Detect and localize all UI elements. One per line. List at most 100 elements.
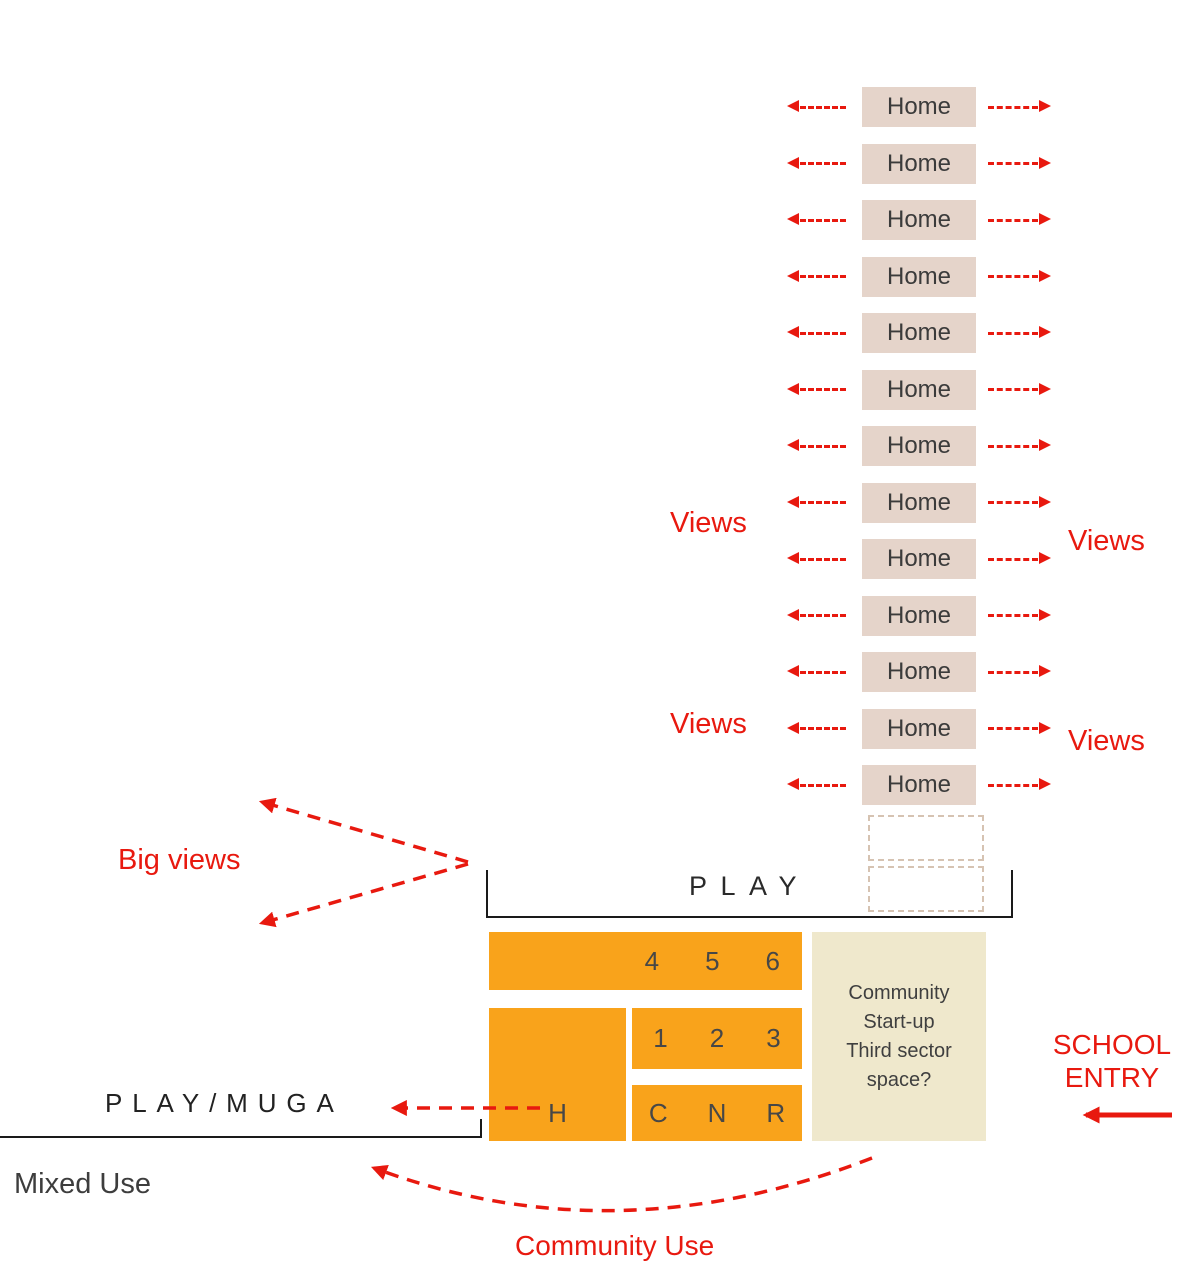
view-arrow-right-icon: [988, 213, 1051, 226]
school-entry-label: SCHOOL ENTRY: [1046, 1028, 1178, 1094]
view-arrow-right-icon: [988, 269, 1051, 282]
community-line: Start-up: [863, 1010, 935, 1033]
home-row: Home: [787, 595, 1051, 636]
home-block: Home: [862, 765, 976, 805]
views-label-left-upper: Views: [670, 507, 747, 539]
play-label: PLAY: [688, 871, 811, 901]
classrooms-bar-456: 4 5 6: [489, 932, 802, 990]
home-row: Home: [787, 200, 1051, 240]
view-arrow-left-icon: [787, 665, 846, 678]
view-arrow-right-icon: [988, 382, 1051, 395]
homes-stack: Home Home Home Home Home Home: [787, 87, 1051, 805]
home-block: Home: [862, 143, 976, 184]
mixed-use-label: Mixed Use: [14, 1168, 151, 1200]
room-letter: N: [707, 1097, 727, 1128]
home-label: Home: [886, 262, 952, 290]
home-row: Home: [787, 256, 1051, 297]
view-arrow-right-icon: [988, 156, 1051, 169]
view-arrow-left-icon: [787, 495, 846, 508]
school-entry-line2: ENTRY: [1064, 1062, 1160, 1094]
view-arrow-right-icon: [988, 326, 1051, 339]
home-label: Home: [886, 149, 952, 177]
home-label: Home: [886, 771, 952, 798]
home-block: Home: [862, 256, 976, 297]
room-number: 4: [644, 945, 660, 976]
view-arrow-left-icon: [787, 721, 846, 734]
home-label: Home: [886, 488, 952, 516]
room-number: 6: [765, 945, 780, 976]
big-views-arrow-upper: [258, 797, 469, 864]
big-views-arrow-lower: [258, 862, 469, 928]
home-row: Home: [787, 482, 1051, 523]
room-number: 3: [766, 1023, 781, 1053]
home-block: Home: [862, 200, 976, 240]
play-muga-label: PLAY/MUGA: [105, 1088, 344, 1118]
home-label: Home: [886, 375, 952, 403]
view-arrow-right-icon: [988, 665, 1051, 678]
placeholder-box: [868, 815, 984, 861]
home-block: Home: [862, 595, 976, 636]
home-block: Home: [862, 426, 976, 466]
home-row: Home: [787, 426, 1051, 466]
home-label: Home: [886, 319, 952, 346]
view-arrow-left-icon: [787, 326, 846, 339]
cnr-bar: C N R: [632, 1085, 802, 1141]
home-block: Home: [862, 87, 976, 127]
home-label: Home: [886, 545, 952, 572]
room-number: 2: [709, 1023, 725, 1053]
home-label: Home: [886, 658, 952, 685]
home-block: Home: [862, 313, 976, 353]
view-arrow-right-icon: [988, 778, 1051, 791]
room-number: 1: [653, 1023, 668, 1053]
home-row: Home: [787, 652, 1051, 692]
room-letter: C: [648, 1097, 668, 1128]
view-arrow-right-icon: [988, 439, 1051, 452]
home-block: Home: [862, 708, 976, 749]
view-arrow-left-icon: [787, 439, 846, 452]
community-space-block: Community Start-up Third sector space?: [812, 932, 986, 1141]
views-label-right-upper: Views: [1068, 525, 1145, 557]
community-line: space?: [866, 1068, 932, 1091]
home-row: Home: [787, 369, 1051, 410]
room-number: 5: [705, 945, 720, 976]
view-arrow-left-icon: [787, 382, 846, 395]
view-arrow-right-icon: [988, 721, 1051, 734]
view-arrow-right-icon: [988, 552, 1051, 565]
home-label: Home: [886, 601, 952, 629]
community-line: Community: [848, 981, 950, 1004]
view-arrow-left-icon: [787, 269, 846, 282]
view-arrow-right-icon: [988, 100, 1051, 113]
home-label: Home: [886, 432, 952, 459]
view-arrow-left-icon: [787, 100, 846, 113]
school-entry-line1: SCHOOL: [1052, 1029, 1172, 1060]
view-arrow-right-icon: [988, 608, 1051, 621]
hall-block: H: [489, 1008, 626, 1141]
views-label-right-lower: Views: [1068, 725, 1145, 757]
view-arrow-left-icon: [787, 552, 846, 565]
community-use-label: Community Use: [515, 1230, 715, 1261]
home-label: Home: [886, 714, 952, 742]
home-row: Home: [787, 87, 1051, 127]
home-row: Home: [787, 539, 1051, 579]
classrooms-bar-123: 1 2 3: [632, 1008, 802, 1069]
views-label-left-lower: Views: [670, 708, 747, 740]
play-muga-line: [0, 1119, 482, 1138]
home-block: Home: [862, 369, 976, 410]
home-block: Home: [862, 482, 976, 523]
home-label: Home: [886, 93, 952, 120]
view-arrow-left-icon: [787, 778, 846, 791]
home-row: Home: [787, 143, 1051, 184]
home-row: Home: [787, 765, 1051, 805]
view-arrow-left-icon: [787, 156, 846, 169]
home-label: Home: [886, 206, 952, 233]
community-line: Third sector: [846, 1039, 952, 1062]
room-letter: R: [766, 1097, 786, 1128]
view-arrow-right-icon: [988, 495, 1051, 508]
view-arrow-left-icon: [787, 213, 846, 226]
home-row: Home: [787, 708, 1051, 749]
home-block: Home: [862, 539, 976, 579]
home-row: Home: [787, 313, 1051, 353]
view-arrow-left-icon: [787, 608, 846, 621]
hall-label: H: [548, 1098, 567, 1128]
